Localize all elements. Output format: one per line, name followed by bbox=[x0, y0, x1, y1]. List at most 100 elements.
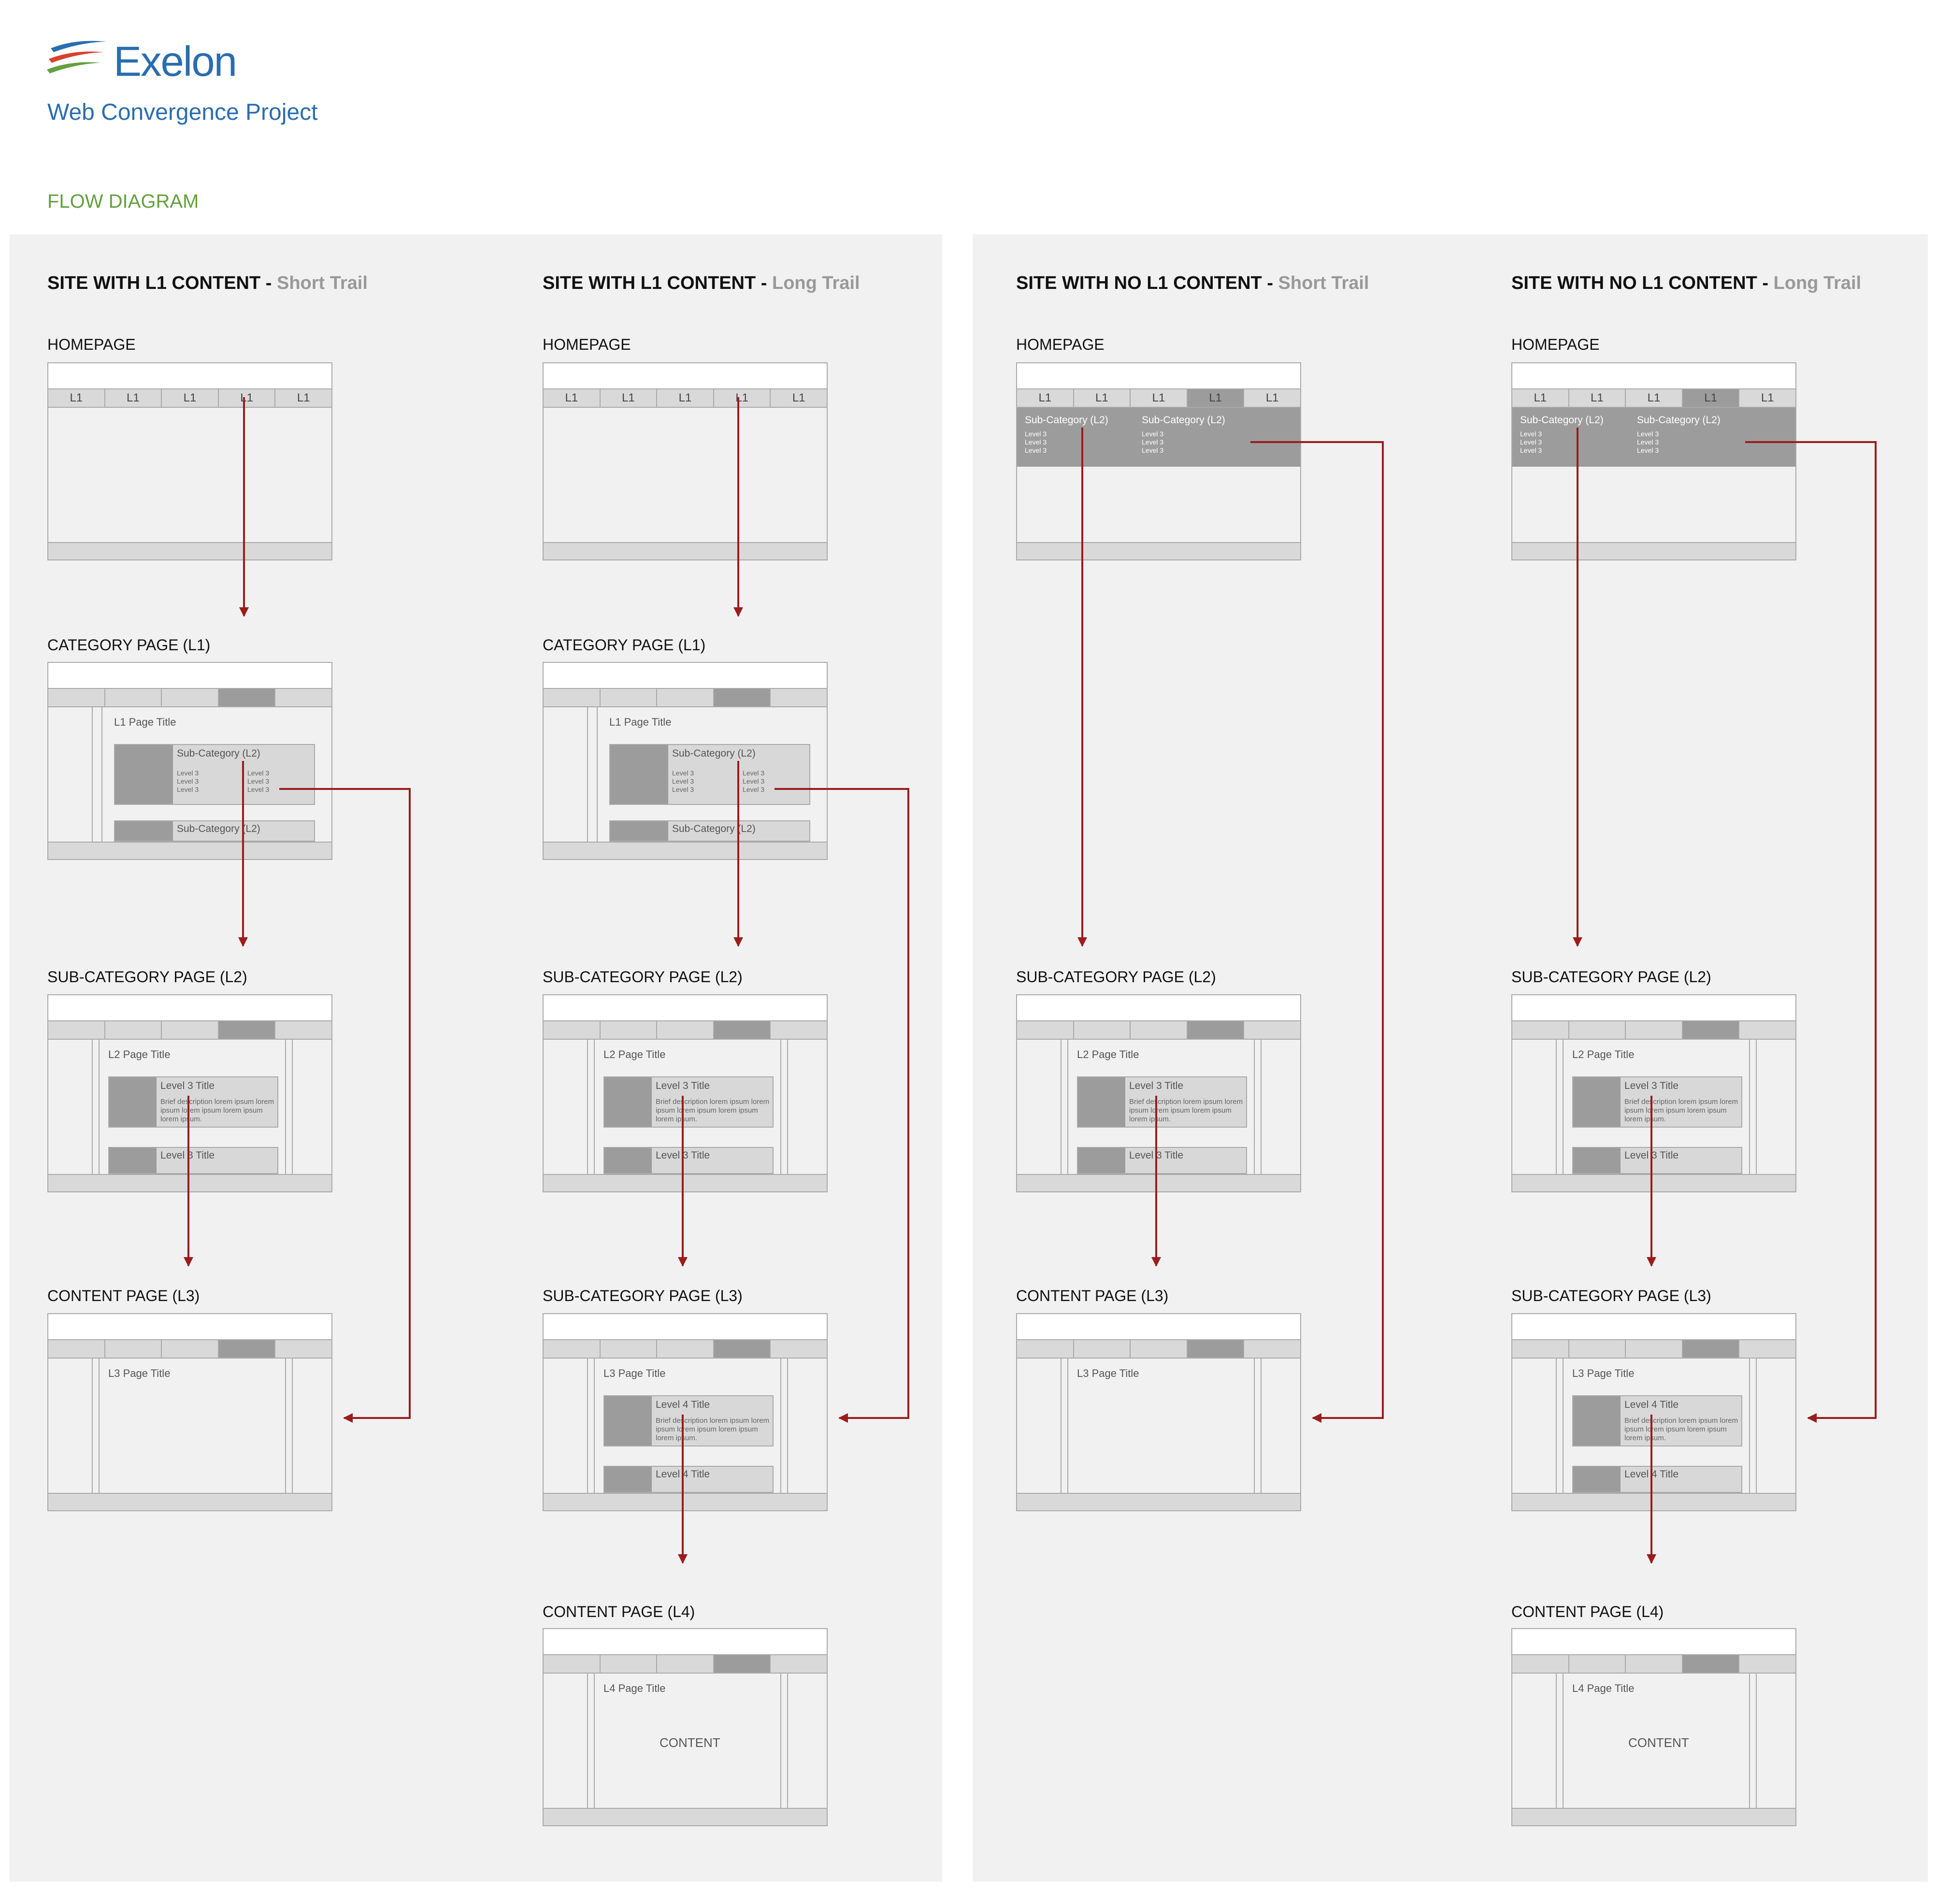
page-label-subcategory-l3: SUB-CATEGORY PAGE (L3) bbox=[543, 1287, 743, 1304]
nav-tab: L1 bbox=[1265, 391, 1279, 404]
wire-page-title: L1 Page Title bbox=[609, 716, 672, 728]
level3-card: Level 3 Title Brief description lorem ip… bbox=[603, 1076, 774, 1128]
wire-page-title: L4 Page Title bbox=[1572, 1682, 1635, 1694]
subcategory-l2-wireframe: L2 Page Title Level 3 Title Brief descri… bbox=[1016, 994, 1301, 1192]
level4-card: Level 4 Title bbox=[603, 1466, 774, 1493]
page-label-content-l4: CONTENT PAGE (L4) bbox=[1511, 1603, 1664, 1620]
wire-page-title: L2 Page Title bbox=[603, 1048, 666, 1060]
homepage-dropdown-wireframe: L1 L1 L1 L1 L1 Sub-Category (L2) Level 3… bbox=[1511, 362, 1796, 560]
level3-card: Level 3 Title Brief description lorem ip… bbox=[108, 1076, 278, 1128]
level4-card: Level 4 Title Brief description lorem ip… bbox=[1572, 1395, 1742, 1446]
nav-tab: L1 bbox=[1017, 389, 1074, 407]
level3-card: Level 3 Title Brief description lorem ip… bbox=[1572, 1076, 1742, 1128]
nav-tab: L1 bbox=[219, 389, 276, 407]
project-title: Web Convergence Project bbox=[47, 100, 318, 125]
wire-page-title: L3 Page Title bbox=[108, 1367, 171, 1379]
nav-tab-active bbox=[218, 689, 276, 706]
wire-content-label: CONTENT bbox=[660, 1735, 720, 1750]
wire-page-title: L3 Page Title bbox=[603, 1367, 666, 1379]
nav-tab: L1 bbox=[1626, 389, 1683, 407]
wire-page-title: L4 Page Title bbox=[603, 1682, 666, 1694]
page-label-content-l3: CONTENT PAGE (L3) bbox=[47, 1287, 200, 1304]
page-label-category: CATEGORY PAGE (L1) bbox=[543, 636, 706, 654]
subcategory-card: Sub-Category (L2) bbox=[114, 820, 315, 842]
wire-page-title: L3 Page Title bbox=[1572, 1367, 1635, 1379]
nav-tab: L1 bbox=[48, 389, 105, 407]
wire-content-label: CONTENT bbox=[1628, 1735, 1689, 1750]
page-label-category: CATEGORY PAGE (L1) bbox=[47, 636, 211, 654]
wire-footer bbox=[48, 842, 331, 859]
content-l4-wireframe: L4 Page Title CONTENT bbox=[1511, 1628, 1796, 1826]
column-title: SITE WITH NO L1 CONTENT - Long Trail bbox=[1511, 273, 1862, 293]
page-label-homepage: HOMEPAGE bbox=[1511, 336, 1600, 353]
wire-page-title: L2 Page Title bbox=[1572, 1048, 1635, 1060]
level3-card: Level 3 Title Brief description lorem ip… bbox=[1077, 1076, 1247, 1128]
nav-tab: L1 bbox=[105, 389, 162, 407]
logo-swoosh-icon bbox=[47, 41, 106, 73]
level4-card: Level 4 Title Brief description lorem ip… bbox=[603, 1395, 774, 1446]
wire-page-title: L1 Page Title bbox=[114, 716, 176, 728]
page-label-content-l4: CONTENT PAGE (L4) bbox=[543, 1603, 695, 1620]
subcategory-card: Sub-Category (L2) bbox=[609, 820, 810, 842]
page-label-subcategory-l2: SUB-CATEGORY PAGE (L2) bbox=[47, 968, 247, 986]
subcategory-l3-wireframe: L3 Page Title Level 4 Title Brief descri… bbox=[543, 1313, 828, 1511]
nav-tab: L1 bbox=[1074, 389, 1131, 407]
nav-tab: L1 bbox=[1569, 389, 1626, 407]
subcategory-l2-wireframe: L2 Page Title Level 3 Title Brief descri… bbox=[543, 994, 828, 1192]
wire-header bbox=[48, 663, 331, 689]
level3-card: Level 3 Title bbox=[1572, 1147, 1742, 1174]
subcategory-l2-wireframe: L2 Page Title Level 3 Title Brief descri… bbox=[1511, 994, 1796, 1192]
page-label-subcategory-l3: SUB-CATEGORY PAGE (L3) bbox=[1511, 1287, 1711, 1304]
page-label-subcategory-l2: SUB-CATEGORY PAGE (L2) bbox=[1016, 968, 1216, 986]
flow-arrow bbox=[1745, 441, 1877, 1423]
homepage-wireframe: L1 L1 L1 L1 L1 bbox=[543, 362, 828, 560]
wire-page-title: L2 Page Title bbox=[1077, 1048, 1139, 1060]
page-label-subcategory-l2: SUB-CATEGORY PAGE (L2) bbox=[1511, 968, 1711, 986]
wire-page-title: L2 Page Title bbox=[108, 1048, 171, 1060]
level3-card: Level 3 Title bbox=[603, 1147, 774, 1174]
wire-nav: L1 L1 L1 L1 L1 bbox=[48, 389, 331, 408]
flow-arrow bbox=[1250, 441, 1384, 1423]
page-label-content-l3: CONTENT PAGE (L3) bbox=[1016, 1287, 1169, 1304]
nav-tab: L1 bbox=[1512, 389, 1569, 407]
page-label-subcategory-l2: SUB-CATEGORY PAGE (L2) bbox=[543, 968, 743, 986]
column-title: SITE WITH L1 CONTENT - Short Trail bbox=[47, 273, 368, 293]
wire-footer bbox=[48, 542, 331, 559]
column-title: SITE WITH L1 CONTENT - Long Trail bbox=[543, 273, 860, 293]
content-l3-wireframe: L3 Page Title bbox=[1016, 1313, 1301, 1511]
wire-nav bbox=[48, 689, 331, 707]
nav-tab-active: L1 bbox=[1187, 389, 1245, 407]
nav-tab-active: L1 bbox=[1682, 389, 1740, 407]
wire-header bbox=[48, 363, 331, 389]
wire-page-title: L3 Page Title bbox=[1077, 1367, 1139, 1379]
nav-tab: L1 bbox=[1761, 391, 1774, 404]
subcategory-l3-wireframe: L3 Page Title Level 4 Title Brief descri… bbox=[1511, 1313, 1796, 1511]
page-label-homepage: HOMEPAGE bbox=[543, 336, 631, 353]
content-l3-wireframe: L3 Page Title bbox=[47, 1313, 332, 1511]
subcategory-l2-wireframe: L2 Page Title Level 3 Title Brief descri… bbox=[47, 994, 332, 1192]
homepage-dropdown-wireframe: L1 L1 L1 L1 L1 Sub-Category (L2) Level 3… bbox=[1016, 362, 1301, 560]
level3-card: Level 3 Title bbox=[1077, 1147, 1247, 1174]
nav-tab: L1 bbox=[792, 391, 805, 404]
exelon-logo: Exelon bbox=[46, 34, 237, 87]
nav-tab: L1 bbox=[657, 389, 714, 407]
logo-wordmark: Exelon bbox=[114, 38, 237, 85]
section-title: FLOW DIAGRAM bbox=[47, 191, 199, 212]
nav-tab: L1 bbox=[1131, 389, 1188, 407]
content-l4-wireframe: L4 Page Title CONTENT bbox=[543, 1628, 828, 1826]
homepage-wireframe: L1 L1 L1 L1 L1 bbox=[47, 362, 332, 560]
flow-arrow bbox=[279, 788, 411, 1423]
nav-tab: L1 bbox=[544, 389, 601, 407]
page-label-homepage: HOMEPAGE bbox=[1016, 336, 1105, 353]
column-title: SITE WITH NO L1 CONTENT - Short Trail bbox=[1016, 273, 1369, 293]
nav-tab: L1 bbox=[297, 391, 310, 404]
nav-tab: L1 bbox=[162, 389, 219, 407]
flow-arrow bbox=[775, 788, 909, 1423]
